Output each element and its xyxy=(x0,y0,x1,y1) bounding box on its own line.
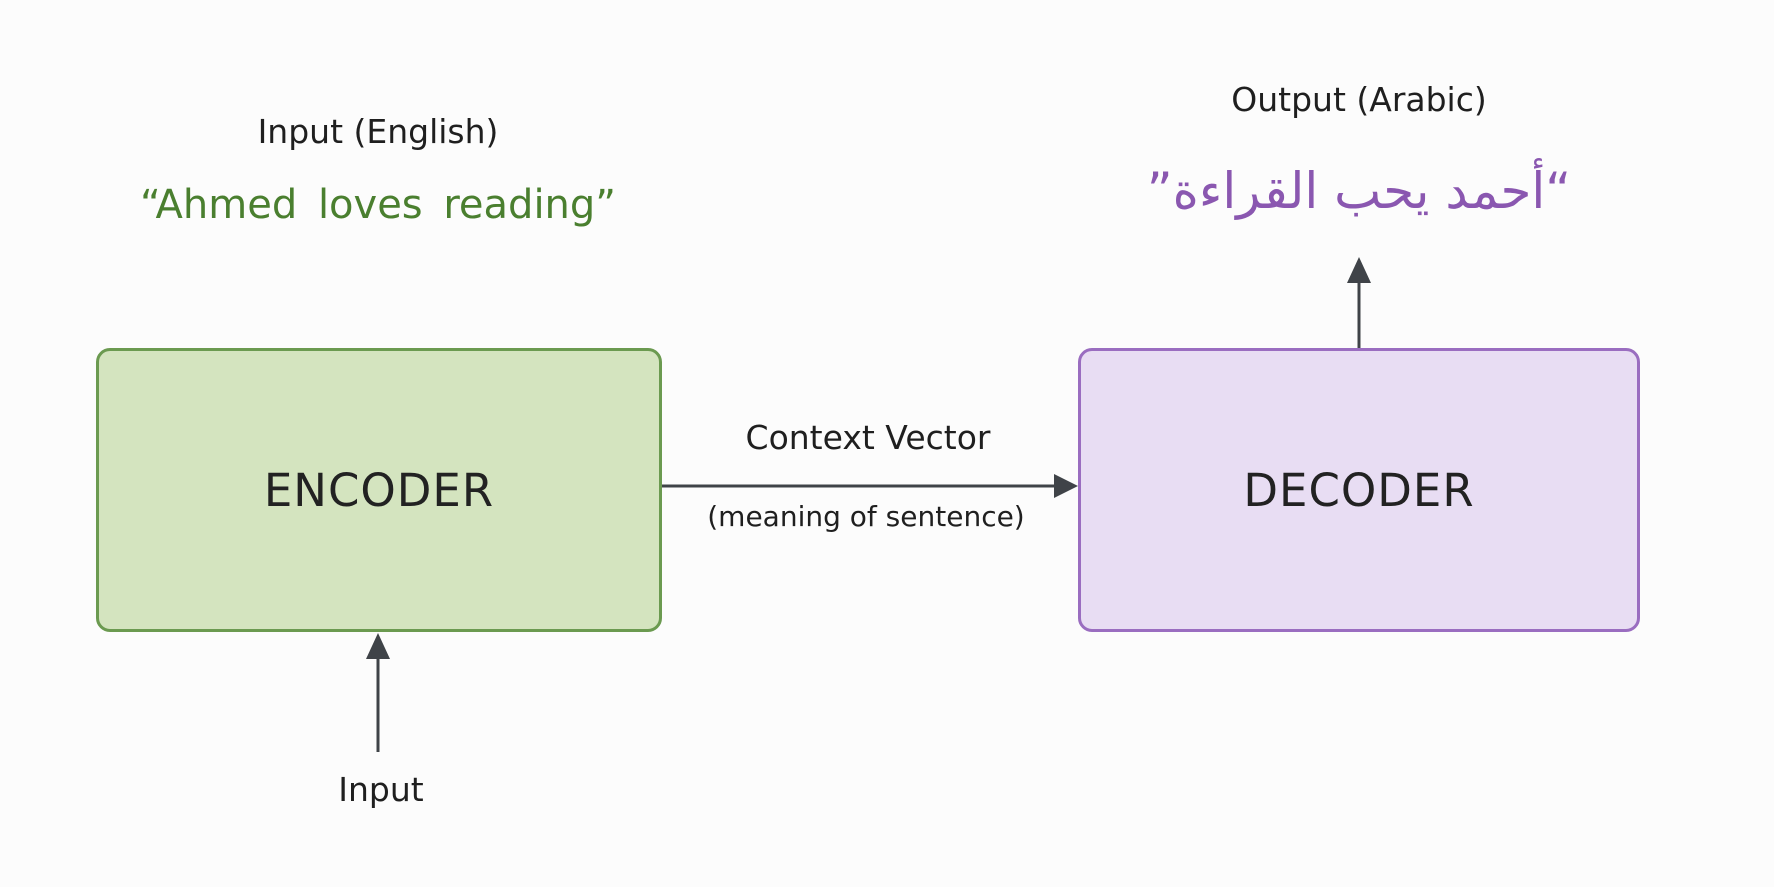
arabic-output-sentence: “أحمد يحب القراءة” xyxy=(1146,162,1572,220)
context-vector-arrow xyxy=(662,474,1078,498)
context-vector-label: Context Vector xyxy=(745,418,991,457)
input-english-heading: Input (English) xyxy=(257,112,499,151)
english-input-sentence: “Ahmed loves reading” xyxy=(139,182,617,228)
input-arrow xyxy=(366,633,390,752)
output-arabic-heading: Output (Arabic) xyxy=(1231,80,1487,119)
bottom-input-label: Input xyxy=(338,770,424,809)
decoder-box: DECODER xyxy=(1078,348,1640,632)
encoder-label: ENCODER xyxy=(263,463,495,517)
decoder-label: DECODER xyxy=(1243,463,1475,517)
output-arrow xyxy=(1347,257,1371,348)
context-vector-sublabel: (meaning of sentence) xyxy=(707,500,1025,533)
encoder-box: ENCODER xyxy=(96,348,662,632)
